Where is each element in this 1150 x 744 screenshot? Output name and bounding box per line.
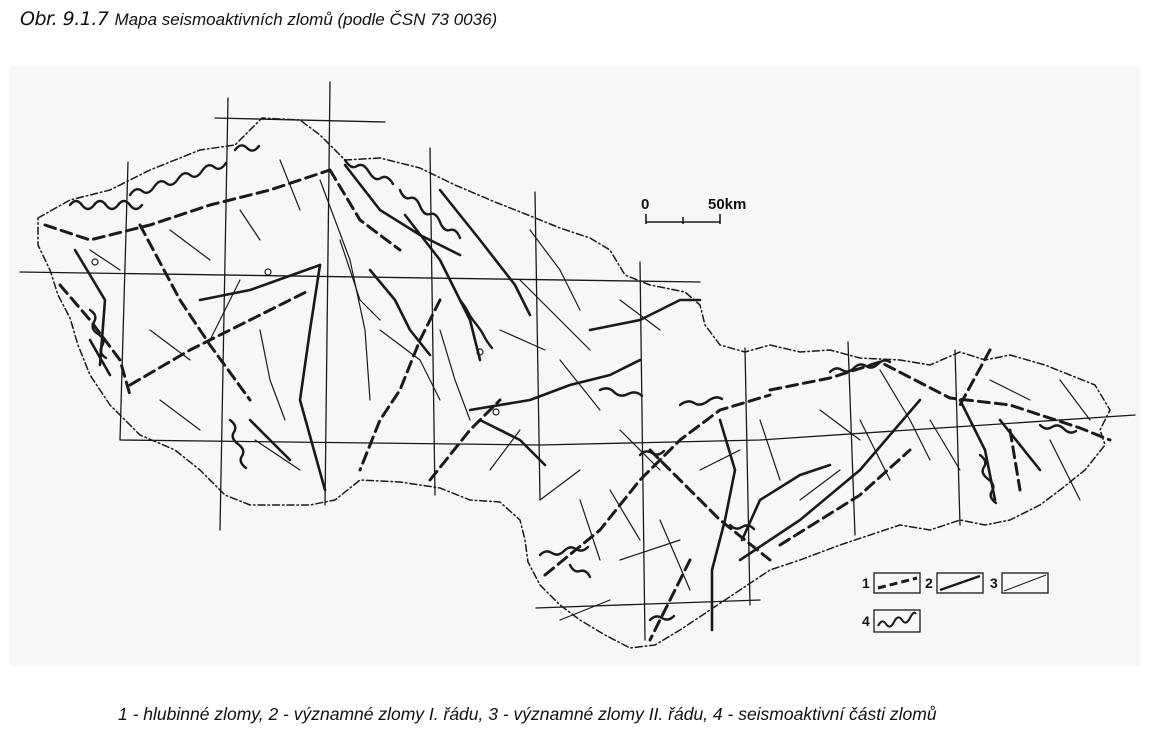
legend-symbol-deep-fault	[877, 576, 918, 590]
major-faults-second-order	[89, 159, 1091, 621]
deep-faults	[43, 168, 1112, 642]
legend-number-1: 1	[862, 575, 870, 591]
legend-number-3: 3	[990, 575, 998, 591]
figure-title-text: Mapa seismoaktivních zlomů (podle ČSN 73…	[114, 10, 498, 29]
location-markers	[91, 258, 500, 416]
fault-map: 0 50km 1 2 3 4	[10, 66, 1140, 666]
legend-symbol-seismoactive-fault	[877, 611, 917, 628]
grid-lines	[19, 81, 1136, 641]
scale-bar-line	[645, 214, 721, 224]
figure-number: Obr. 9.1.7	[20, 8, 109, 30]
scale-start-label: 0	[641, 196, 649, 213]
scale-end-label: 50km	[708, 196, 746, 213]
map-legend: 1 2 3 4	[862, 572, 1049, 633]
country-border	[37, 117, 1111, 649]
legend-number-2: 2	[925, 575, 933, 591]
seismoactive-fault-segments	[68, 144, 1078, 622]
legend-caption: 1 - hlubinné zlomy, 2 - významné zlomy I…	[118, 704, 937, 724]
fault-map-svg: 0 50km 1 2 3 4	[19, 81, 1136, 649]
legend-number-4: 4	[862, 613, 870, 629]
legend-symbol-second-order-fault	[1003, 574, 1047, 592]
scale-bar: 0 50km	[641, 196, 746, 224]
figure-title: Obr. 9.1.7 Mapa seismoaktivních zlomů (po…	[20, 8, 497, 30]
major-faults-first-order	[73, 163, 1042, 632]
legend-symbol-first-order-fault	[939, 574, 981, 592]
